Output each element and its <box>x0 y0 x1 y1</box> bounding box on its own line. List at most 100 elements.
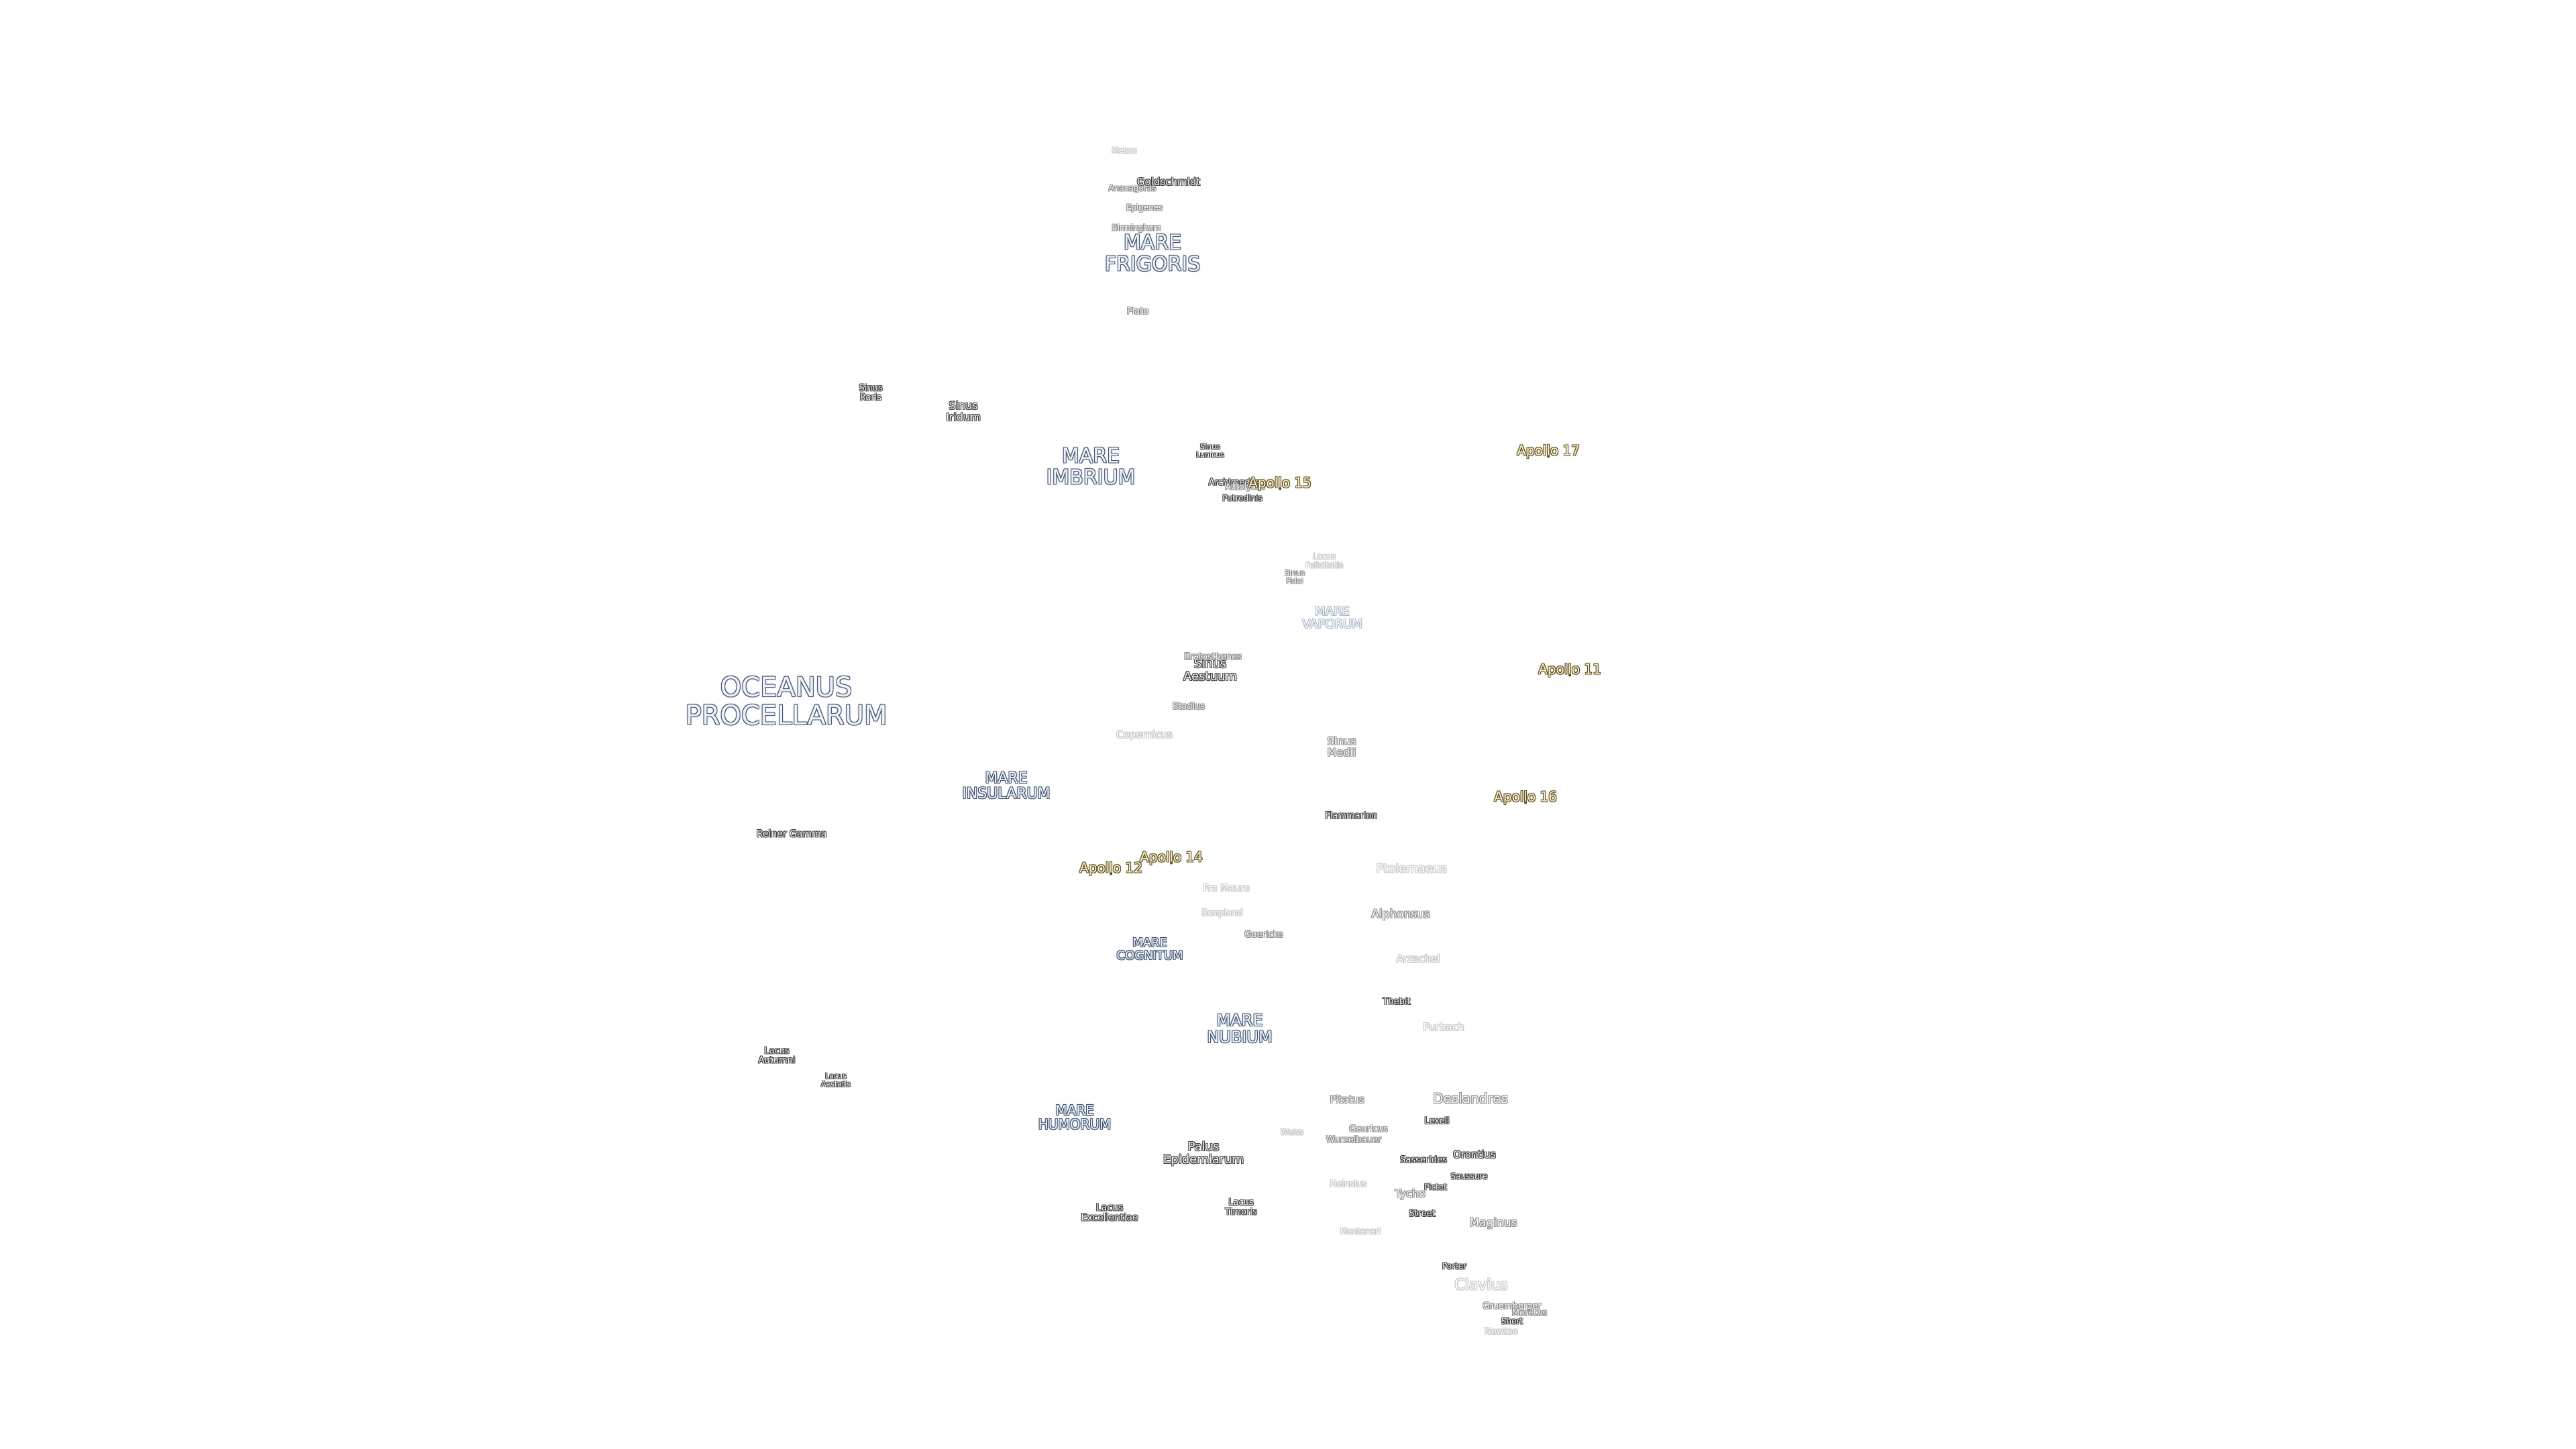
feature-label-bonpland[interactable]: Bonpland <box>1201 909 1242 918</box>
feature-label-wurzelbauer[interactable]: Wurzelbauer <box>1326 1136 1381 1145</box>
feature-label-epigenes[interactable]: Epigenes <box>1126 204 1163 213</box>
landing-site-apollo-12[interactable]: Apollo 12 <box>1079 861 1142 875</box>
feature-label-gruemberger[interactable]: Gruemberger <box>1483 1302 1541 1311</box>
feature-label-clavius[interactable]: Clavius <box>1454 1277 1508 1293</box>
feature-label-text: Copernicus <box>1116 729 1173 741</box>
feature-label-putredinis[interactable]: Putredinis <box>1222 494 1263 503</box>
feature-label-text: Stadius <box>1172 702 1205 712</box>
feature-label-text: Sinus <box>1285 568 1305 578</box>
feature-label-birmingham[interactable]: Birmingham <box>1112 224 1161 233</box>
feature-label-text: MARE <box>1315 604 1350 619</box>
feature-label-maginus[interactable]: Maginus <box>1469 1217 1517 1230</box>
feature-label-anaxagoras[interactable]: Anaxagoras <box>1108 184 1156 193</box>
feature-label-reiner-gamma[interactable]: Reiner Gamma <box>757 829 827 840</box>
landing-site-apollo-14[interactable]: Apollo 14 <box>1140 849 1203 865</box>
landing-marker-icon <box>1170 861 1173 865</box>
feature-label-text: Apollo 14 <box>1140 849 1203 865</box>
feature-label-alphonsus[interactable]: Alphonsus <box>1371 908 1430 921</box>
landing-marker-icon <box>1568 674 1571 677</box>
feature-label-text: Lexell <box>1424 1116 1450 1127</box>
feature-label-pitatus[interactable]: Pitatus <box>1330 1094 1364 1106</box>
feature-label-text: Anaxagoras <box>1108 183 1157 193</box>
landing-site-apollo-16[interactable]: Apollo 16 <box>1494 790 1557 804</box>
feature-label-text: MARE <box>1123 231 1182 255</box>
feature-label-text: NUBIUM <box>1207 1028 1273 1046</box>
feature-label-street[interactable]: Street <box>1409 1210 1436 1219</box>
feature-label-thebit[interactable]: Thebit <box>1383 998 1410 1007</box>
feature-label-eratosthenes[interactable]: Eratosthenes <box>1184 653 1242 662</box>
feature-label-newton[interactable]: Newton <box>1485 1328 1518 1337</box>
feature-label-purbach[interactable]: Purbach <box>1424 1022 1464 1033</box>
feature-label-sasserides[interactable]: Sasserides <box>1400 1156 1447 1165</box>
landing-site-apollo-15[interactable]: Apollo 15 <box>1248 476 1311 490</box>
feature-label-text: FRIGORIS <box>1104 252 1201 276</box>
feature-label-text: Orontius <box>1453 1148 1496 1161</box>
feature-label-copernicus[interactable]: Copernicus <box>1116 729 1173 741</box>
feature-label-lexell[interactable]: Lexell <box>1424 1117 1449 1126</box>
feature-label-flammarion[interactable]: Flammarion <box>1325 812 1377 821</box>
feature-label-pictet[interactable]: Pictet <box>1424 1183 1447 1192</box>
feature-label-short[interactable]: Short <box>1501 1318 1523 1326</box>
feature-label-text: Timoris <box>1225 1207 1257 1217</box>
feature-label-text: Thebit <box>1383 997 1411 1008</box>
feature-label-moretus[interactable]: Moretus <box>1512 1309 1547 1318</box>
feature-label-text: Saussure <box>1450 1171 1488 1181</box>
feature-label-stadius[interactable]: Stadius <box>1173 702 1205 712</box>
feature-label-porter[interactable]: Porter <box>1442 1263 1466 1271</box>
landing-site-apollo-17[interactable]: Apollo 17 <box>1517 443 1580 458</box>
feature-label-fra-mauro[interactable]: Fra Mauro <box>1203 883 1249 894</box>
feature-label-weiss[interactable]: Weiss <box>1281 1128 1303 1137</box>
feature-label-goldschmidt[interactable]: Goldschmidt <box>1136 176 1201 189</box>
feature-label-heinsius[interactable]: Heinsius <box>1330 1180 1366 1189</box>
feature-label-gauricus[interactable]: Gauricus <box>1349 1125 1387 1134</box>
feature-label-ptolemaeus[interactable]: Ptolemaeus <box>1376 863 1446 876</box>
feature-label-arzachel[interactable]: Arzachel <box>1396 953 1440 965</box>
feature-label-text: MARE <box>1216 1010 1263 1030</box>
feature-label-text: Excellentiae <box>1081 1212 1138 1223</box>
feature-label-text: Clavius <box>1454 1277 1508 1294</box>
feature-label-autolycus[interactable]: Autolycus <box>1226 483 1265 492</box>
feature-label-text: Lacus <box>1312 551 1336 561</box>
feature-label-text: Flammarion <box>1325 811 1377 822</box>
landing-marker-icon <box>1110 872 1112 875</box>
feature-label-text: Epidemiarum <box>1163 1152 1244 1167</box>
feature-label-tycho[interactable]: Tycho <box>1395 1188 1425 1200</box>
feature-label-saussure[interactable]: Saussure <box>1451 1173 1488 1181</box>
feature-label-plato[interactable]: Plato <box>1127 307 1148 317</box>
feature-label-montanari[interactable]: Montanari <box>1340 1228 1381 1236</box>
feature-label-text: Pictet <box>1424 1182 1447 1192</box>
feature-label-guericke[interactable]: Guericke <box>1244 930 1283 940</box>
feature-label-text: MARE <box>985 769 1028 787</box>
feature-label-meton[interactable]: Meton <box>1112 147 1136 156</box>
feature-label-archimedes[interactable]: Archimedes <box>1209 478 1260 488</box>
feature-label-text: Sinus <box>859 383 883 394</box>
landing-site-apollo-11[interactable]: Apollo 11 <box>1538 662 1601 677</box>
feature-label-text: Gruemberger <box>1483 1301 1542 1312</box>
feature-label-text: Arzachel <box>1396 953 1440 965</box>
feature-label-deslandres[interactable]: Deslandres <box>1433 1091 1508 1106</box>
feature-label-text: Goldschmidt <box>1136 176 1201 189</box>
feature-label-text: INSULARUM <box>962 786 1051 802</box>
feature-label-orontius[interactable]: Orontius <box>1453 1148 1496 1161</box>
